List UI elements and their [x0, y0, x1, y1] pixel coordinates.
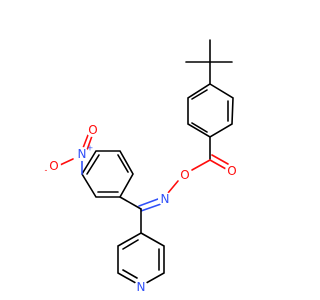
- atom-carbonyl-o-label: O: [227, 164, 236, 178]
- bond-carbonyl-double-2: [211, 154, 229, 165]
- atom-nitro-o-top: O: [86, 123, 100, 137]
- bond-nitro-o-top: [86, 135, 93, 151]
- bond-nitro-o-top-2: [82, 134, 89, 149]
- ring-tbu-benzene: [187, 83, 234, 138]
- ring-pyridine-double-2: [122, 269, 138, 279]
- bonds: [59, 39, 234, 287]
- atom-nitro-o-left-label: O: [49, 159, 58, 173]
- bond-oxime-double-2: [138, 198, 159, 207]
- ring-tbu-benzene-double-3: [191, 89, 208, 100]
- atom-oxime-o: O: [178, 168, 192, 182]
- ring-pyridine-double-3: [122, 239, 139, 250]
- atom-pyridine-n-label: N: [137, 280, 146, 294]
- bond-c-nitrophenyl: [119, 196, 142, 210]
- atom-nitro-n: N +: [75, 144, 94, 161]
- atom-nitro-o-left-charge: -: [45, 166, 48, 175]
- molecule-structure: O N + O - O O N N: [44, 39, 239, 294]
- atom-nitro-o-left: O -: [45, 159, 61, 175]
- bond-oxime-o-n: [167, 180, 179, 194]
- bond-oxime-double-1: [140, 203, 162, 212]
- atom-nitro-n-label: N: [78, 147, 87, 161]
- bond-carbonyl-double: [209, 159, 227, 170]
- ring-pyridine: [117, 232, 165, 287]
- atom-oxime-o-label: O: [180, 168, 189, 182]
- atom-labels: O N + O - O O N N: [45, 123, 239, 294]
- ring-nitrophenyl-double-3: [117, 154, 129, 173]
- ring-tbu-benzene-double-2: [191, 122, 208, 133]
- atom-nitro-n-charge: +: [87, 144, 94, 153]
- atom-pyridine-n: N: [134, 280, 148, 294]
- bond-ester-o: [191, 159, 211, 171]
- atom-carbonyl-o: O: [225, 164, 239, 178]
- bond-nitro-o-left: [59, 158, 74, 166]
- atom-nitro-o-top-label: O: [88, 123, 97, 137]
- atom-oxime-n-label: N: [161, 192, 170, 206]
- ring-nitrophenyl: [81, 150, 134, 198]
- atom-oxime-n: N: [158, 192, 172, 206]
- ring-nitrophenyl-double-2: [86, 154, 100, 175]
